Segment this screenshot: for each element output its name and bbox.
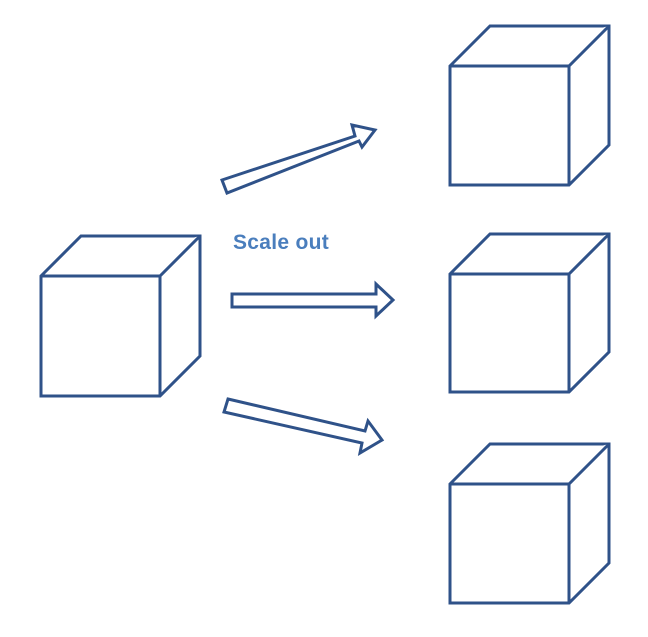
scale-out-label: Scale out: [233, 231, 330, 254]
source-cube: [39, 234, 202, 398]
target-cube-middle: [448, 232, 611, 394]
arrow-right: [230, 280, 396, 320]
target-cube-top: [448, 24, 611, 187]
arrow-down-right: [222, 397, 385, 457]
arrow-up-right-shape: [220, 123, 378, 195]
target-cube-bottom: [448, 442, 611, 605]
